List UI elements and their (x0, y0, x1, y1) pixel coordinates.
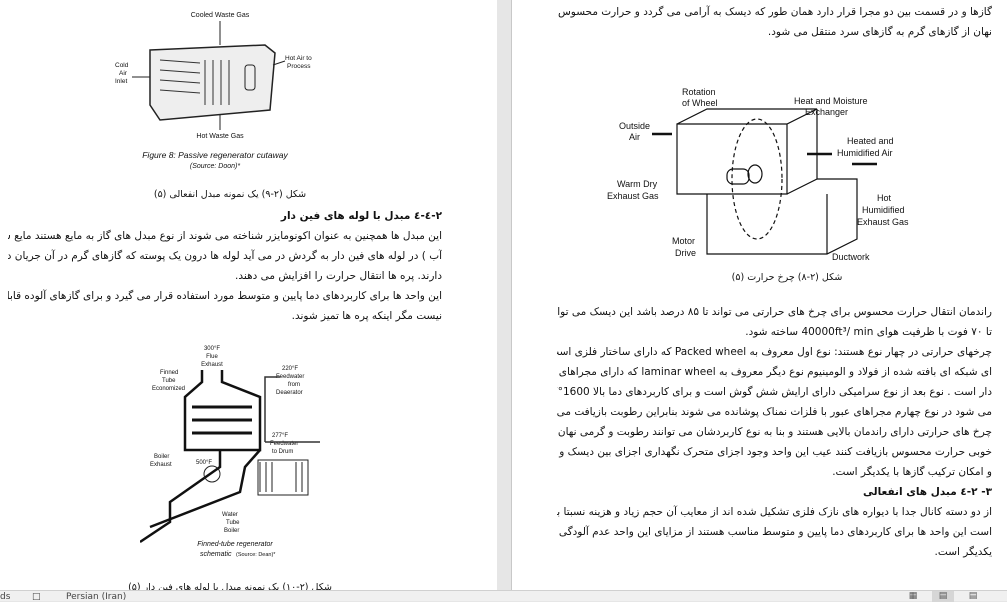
paragraph-line: گازها و در قسمت بین دو مجرا قرار دارد هم… (557, 6, 992, 18)
svg-text:(Source: Doon)*: (Source: Doon)* (190, 163, 240, 170)
svg-text:Exhaust Gas: Exhaust Gas (607, 191, 659, 201)
figure-caption: شکل (۲-۸) چرخ حرارت (۵) (731, 272, 843, 283)
svg-text:Humidified Air: Humidified Air (837, 148, 893, 158)
svg-text:Boiler: Boiler (154, 454, 169, 460)
svg-text:Economized: Economized (152, 386, 185, 392)
paragraph-line: تا ۷۰ فوت با ظرفیت هوای 40000ft³/ min سا… (745, 326, 992, 338)
svg-text:Air: Air (119, 70, 128, 77)
svg-text:Rotation: Rotation (682, 87, 716, 97)
svg-text:Outside: Outside (619, 121, 650, 131)
right-page: گازها و در قسمت بین دو مجرا قرار دارد هم… (511, 0, 1007, 590)
svg-text:Finned-tube regenerator: Finned-tube regenerator (197, 541, 273, 548)
svg-text:Tube: Tube (162, 378, 176, 384)
status-bar: ds □ Persian (Iran) ▦ ▤ ▤ (0, 590, 1007, 602)
svg-text:Hot Waste Gas: Hot Waste Gas (196, 133, 244, 140)
svg-text:Humidified: Humidified (862, 205, 905, 215)
svg-text:Hot: Hot (877, 193, 892, 203)
heat-wheel-figure: Rotation of Wheel Heat and Moisture Exch… (607, 87, 909, 262)
svg-text:Process: Process (287, 63, 311, 70)
svg-text:500°F: 500°F (196, 460, 212, 466)
svg-text:of Wheel: of Wheel (682, 98, 718, 108)
svg-text:Water: Water (222, 512, 238, 518)
svg-text:Drive: Drive (675, 248, 696, 258)
paragraph-line: دارند. پره ها انتقال حرارت را افزایش می … (235, 270, 442, 282)
svg-text:Figure 8: Passive regenerator: Figure 8: Passive regenerator cutaway (142, 150, 288, 160)
paragraph-line: از دو دسته کانال جدا با دیواره های نازک … (557, 506, 992, 518)
svg-text:Tube: Tube (226, 520, 240, 526)
section-heading: ۲-٤-٤ مبدل با لوله های فین دار (280, 210, 442, 222)
paragraph-line: ای شبکه ای بافته شده از فولاد و الومینیو… (557, 366, 992, 378)
svg-text:Exhaust Gas: Exhaust Gas (857, 217, 909, 227)
paragraph-line: خوبی حرارت محسوس بازیافت کنند عیب این وا… (557, 446, 992, 458)
svg-text:Boiler: Boiler (224, 528, 239, 534)
proofing-icon[interactable]: □ (32, 592, 41, 602)
paragraph-line: این واحد ها برای کاربردهای دما پایین و م… (8, 290, 442, 302)
paragraph-line: چرخهای حرارتی در چهار نوع هستند: نوع اول… (557, 346, 992, 358)
web-layout-button[interactable]: ▤ (968, 591, 978, 601)
svg-text:Cooled Waste Gas: Cooled Waste Gas (191, 12, 250, 19)
paragraph-line: آب ) در لوله های فین دار به گردش در می آ… (8, 250, 442, 262)
svg-text:300°F: 300°F (204, 346, 220, 352)
svg-text:to Drum: to Drum (272, 449, 293, 455)
svg-text:Air: Air (629, 132, 640, 142)
svg-text:Warm Dry: Warm Dry (617, 179, 658, 189)
paragraph-line: نیست مگر اینکه پره ها تمیز شوند. (291, 310, 442, 322)
svg-text:Finned: Finned (160, 370, 178, 376)
svg-text:Deaerator: Deaerator (276, 390, 303, 396)
paragraph-line: دار است . نوع بعد از نوع سرامیکی دارای ا… (557, 386, 992, 398)
svg-text:Ductwork: Ductwork (832, 252, 870, 262)
paragraph-line: چرخ های حرارتی دارای راندمان بالایی هستن… (557, 426, 992, 438)
paragraph-line: راندمان انتقال حرارت محسوس برای چرخ های … (557, 306, 992, 318)
svg-text:schematic: schematic (200, 551, 232, 558)
section-heading: ۳- ۲-٤ مبدل های انفعالی (863, 486, 992, 498)
svg-text:(Source: Dean)*: (Source: Dean)* (236, 552, 276, 558)
left-page: Cooled Waste Gas Cold Air Inlet Hot Air … (0, 0, 497, 590)
svg-text:Cold: Cold (115, 62, 129, 69)
svg-text:220°F: 220°F (282, 366, 298, 372)
read-mode-button[interactable]: ▦ (908, 591, 918, 601)
paragraph-line: نهان از گازهای گرم به گازهای سرد منتقل م… (767, 26, 992, 38)
figure-caption: شکل (۲-۱۰) یک نمونه مبدل با لوله های فین… (128, 582, 332, 590)
svg-text:Inlet: Inlet (115, 78, 127, 85)
paragraph-line: یکدیگر است. (934, 546, 992, 558)
svg-text:Feedwater: Feedwater (276, 374, 304, 380)
figure-caption: شکل (۲-۹) یک نمونه مبدل انفعالی (۵) (153, 189, 307, 200)
svg-text:Exhaust: Exhaust (150, 462, 172, 468)
paragraph-line: می شود در نوع چهارم مجراهای عبور با فلزا… (557, 406, 992, 418)
svg-text:from: from (288, 382, 300, 388)
passive-regenerator-figure: Cooled Waste Gas Cold Air Inlet Hot Air … (115, 12, 312, 170)
svg-text:Motor: Motor (672, 236, 695, 246)
status-fragment: ds (0, 592, 11, 602)
svg-text:Hot Air to: Hot Air to (285, 55, 312, 62)
finned-tube-regenerator-figure: 300°F Flue Exhaust Finned Tube Economize… (140, 346, 320, 558)
print-layout-button[interactable]: ▤ (932, 591, 954, 602)
svg-text:Heat and Moisture: Heat and Moisture (794, 96, 868, 106)
paragraph-line: این مبدل ها همچنین به عنوان اکونومایزر ش… (8, 230, 442, 242)
svg-text:277°F: 277°F (272, 433, 288, 439)
svg-text:Heated and: Heated and (847, 136, 894, 146)
svg-text:Feedwater: Feedwater (270, 441, 298, 447)
svg-text:Exhaust: Exhaust (201, 362, 223, 368)
svg-text:Flue: Flue (206, 354, 218, 360)
paragraph-line: و امکان ترکیب گازها با یکدیگر است. (832, 466, 992, 478)
paragraph-line: است این واحد ها برای کاربردهای دما پایین… (557, 526, 992, 538)
language-indicator[interactable]: Persian (Iran) (66, 592, 127, 602)
svg-text:Exchanger: Exchanger (805, 107, 848, 117)
